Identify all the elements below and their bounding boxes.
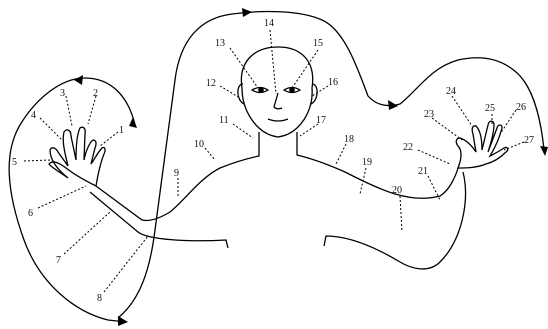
point-label-18: 18 [344, 134, 354, 145]
point-label-21: 21 [418, 166, 428, 177]
point-label-4: 4 [31, 110, 36, 121]
arrow-head-top [242, 8, 252, 17]
point-label-15: 15 [313, 38, 323, 49]
point-label-17: 17 [316, 115, 326, 126]
point-label-5: 5 [12, 157, 17, 168]
point-label-9: 9 [174, 168, 179, 179]
right-hand [456, 121, 507, 168]
point-label-3: 3 [60, 88, 65, 99]
point-label-10: 10 [194, 139, 204, 150]
arrow-head-upper-arm [129, 117, 137, 128]
nose [274, 93, 282, 109]
point-label-2: 2 [93, 88, 98, 99]
leader-lines [24, 30, 524, 292]
point-label-20: 20 [392, 185, 402, 196]
point-label-16: 16 [328, 77, 338, 88]
right-eye [284, 87, 300, 93]
point-label-7: 7 [56, 255, 61, 266]
arrow-head-top-left [74, 75, 83, 85]
point-label-26: 26 [516, 102, 526, 113]
head-outline [241, 47, 312, 137]
left-eye [252, 87, 268, 93]
point-label-27: 27 [524, 135, 534, 146]
point-label-12: 12 [206, 78, 216, 89]
arrow-head-bottom [118, 316, 128, 326]
meridian-pathway [9, 12, 544, 322]
point-label-14: 14 [264, 18, 274, 29]
point-label-11: 11 [219, 115, 229, 126]
point-label-24: 24 [446, 86, 456, 97]
point-label-22: 22 [403, 142, 413, 153]
point-label-1: 1 [119, 125, 124, 136]
body-figure [49, 47, 508, 269]
point-label-13: 13 [215, 38, 225, 49]
arrow-head-right-end [540, 146, 548, 156]
mouth [268, 119, 288, 121]
point-label-6: 6 [28, 208, 33, 219]
point-label-23: 23 [424, 109, 434, 120]
point-label-19: 19 [362, 157, 372, 168]
point-label-8: 8 [97, 293, 102, 304]
point-label-25: 25 [485, 103, 495, 114]
